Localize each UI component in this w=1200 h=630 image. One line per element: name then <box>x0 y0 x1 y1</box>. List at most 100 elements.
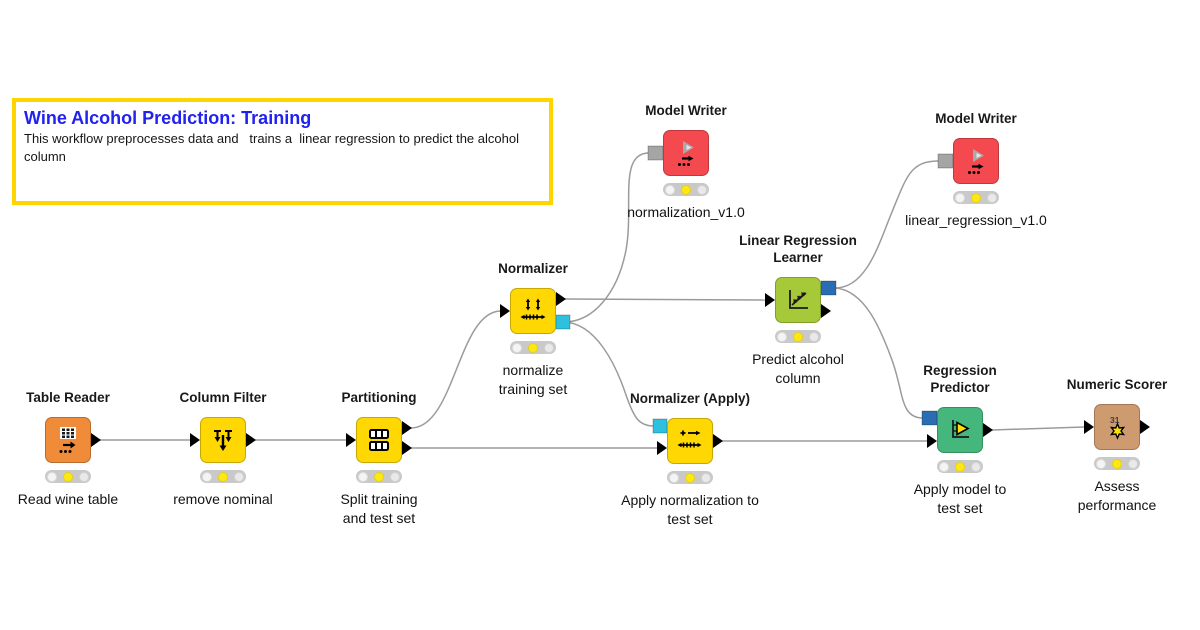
split-rows-icon <box>369 429 389 451</box>
status-yellow-light <box>681 184 691 195</box>
port-normalizer-apply-out[interactable] <box>713 434 723 448</box>
regression-chart-icon <box>789 290 808 309</box>
status-red-light <box>669 472 679 483</box>
node-caption: Assess performance <box>1077 478 1157 513</box>
status-red-light <box>47 471 57 482</box>
status-green-light <box>544 342 554 353</box>
port-column-filter-out[interactable] <box>246 433 256 447</box>
status-green-light <box>1128 458 1138 469</box>
connection-predictor-to-scorer[interactable] <box>991 426 1085 431</box>
status-green-light <box>809 331 819 342</box>
status-green-light <box>390 471 400 482</box>
port-normalizer-apply-in-model[interactable] <box>652 418 668 434</box>
node-body-table-reader[interactable] <box>45 417 91 463</box>
port-normalizer-out-model[interactable] <box>555 314 571 330</box>
port-model-writer-2-in[interactable] <box>937 153 954 169</box>
status-green-light <box>701 472 711 483</box>
node-normalizer[interactable]: Normalizer <box>498 261 568 397</box>
port-learner-in[interactable] <box>765 293 775 307</box>
annotation-body: This workflow preprocesses data and trai… <box>24 131 523 164</box>
status-yellow-light <box>971 192 981 203</box>
node-partitioning[interactable]: Partitioning Split training and test set <box>340 390 417 526</box>
node-body-regression-predictor[interactable] <box>937 407 983 453</box>
connection-learner-to-predictor[interactable] <box>834 287 924 419</box>
node-body-normalizer-apply[interactable] <box>667 418 713 464</box>
node-label: Linear Regression Learner <box>739 233 857 265</box>
port-predictor-in-data[interactable] <box>927 434 937 448</box>
status-red-light <box>1096 458 1106 469</box>
connection-normalizer-to-learner[interactable] <box>564 298 766 301</box>
port-column-filter-in[interactable] <box>190 433 200 447</box>
connection-normalizer-to-model-writer-1[interactable] <box>563 152 650 323</box>
node-body-linear-regression-learner[interactable] <box>775 277 821 323</box>
node-caption: Split training and test set <box>340 491 418 526</box>
filter-arrows-icon <box>214 430 232 451</box>
status-green-light <box>234 471 244 482</box>
status-green-light <box>971 461 981 472</box>
traffic-light <box>775 330 821 343</box>
node-label: Model Writer <box>935 111 1017 126</box>
status-yellow-light <box>1112 458 1122 469</box>
traffic-light <box>1094 457 1140 470</box>
port-normalizer-in[interactable] <box>500 304 510 318</box>
port-model-writer-1-in[interactable] <box>647 145 664 161</box>
node-label: Partitioning <box>341 390 417 405</box>
node-body-model-writer-1[interactable] <box>663 130 709 176</box>
node-model-writer-2[interactable]: Model Writer linear_regression_v1.0 <box>905 111 1047 228</box>
node-numeric-scorer[interactable]: Numeric Scorer 31 Assess performance <box>1067 377 1168 513</box>
node-caption: Predict alcohol column <box>752 351 844 386</box>
status-red-light <box>358 471 368 482</box>
node-body-partitioning[interactable] <box>356 417 402 463</box>
node-caption: Read wine table <box>17 491 119 507</box>
port-learner-out-table[interactable] <box>821 304 831 318</box>
node-table-reader[interactable]: Table Reader Read wine table <box>18 390 118 507</box>
status-yellow-light <box>63 471 73 482</box>
node-normalizer-apply[interactable]: Normalizer (Apply) <box>621 391 759 527</box>
node-body-model-writer-2[interactable] <box>953 138 999 184</box>
port-predictor-in-model[interactable] <box>921 410 938 426</box>
port-scorer-out[interactable] <box>1140 420 1150 434</box>
workflow-annotation[interactable]: Wine Alcohol Prediction: Training This w… <box>12 98 553 205</box>
traffic-light <box>937 460 983 473</box>
status-yellow-light <box>528 342 538 353</box>
status-green-light <box>79 471 89 482</box>
port-scorer-in[interactable] <box>1084 420 1094 434</box>
connection-partitioning-to-normalizer[interactable] <box>410 310 502 429</box>
traffic-light <box>953 191 999 204</box>
port-learner-out-model[interactable] <box>820 280 837 296</box>
traffic-light <box>510 341 556 354</box>
port-predictor-out[interactable] <box>983 423 993 437</box>
node-caption: linear_regression_v1.0 <box>905 212 1047 228</box>
status-red-light <box>512 342 522 353</box>
node-model-writer-1[interactable]: Model Writer normalization_v1.0 <box>627 103 745 220</box>
connection-normalizer-to-normalizer-apply[interactable] <box>563 321 655 427</box>
port-partitioning-out-bottom[interactable] <box>402 441 412 455</box>
traffic-light <box>663 183 709 196</box>
status-yellow-light <box>218 471 228 482</box>
node-label: Column Filter <box>179 390 267 405</box>
status-yellow-light <box>793 331 803 342</box>
node-label: Regression Predictor <box>923 363 997 395</box>
traffic-light <box>356 470 402 483</box>
node-regression-predictor[interactable]: Regression Predictor Apply model to test… <box>914 363 1007 516</box>
node-caption: Apply model to test set <box>913 481 1007 516</box>
node-column-filter[interactable]: Column Filter remove nominal <box>173 390 273 507</box>
port-partitioning-in[interactable] <box>346 433 356 447</box>
node-body-column-filter[interactable] <box>200 417 246 463</box>
port-normalizer-apply-in-data[interactable] <box>657 441 667 455</box>
port-normalizer-out-data[interactable] <box>556 292 566 306</box>
normalize-apply-icon <box>677 430 702 448</box>
model-write-icon <box>678 141 694 166</box>
status-green-light <box>987 192 997 203</box>
status-red-light <box>665 184 675 195</box>
node-body-normalizer[interactable] <box>510 288 556 334</box>
port-table-reader-out[interactable] <box>91 433 101 447</box>
port-partitioning-out-top[interactable] <box>402 421 412 435</box>
node-body-numeric-scorer[interactable]: 31 <box>1094 404 1140 450</box>
traffic-light <box>45 470 91 483</box>
node-linear-regression-learner[interactable]: Linear Regression Learner Predict alcoho… <box>739 233 857 386</box>
connection-learner-to-model-writer-2[interactable] <box>834 160 940 289</box>
traffic-light <box>200 470 246 483</box>
